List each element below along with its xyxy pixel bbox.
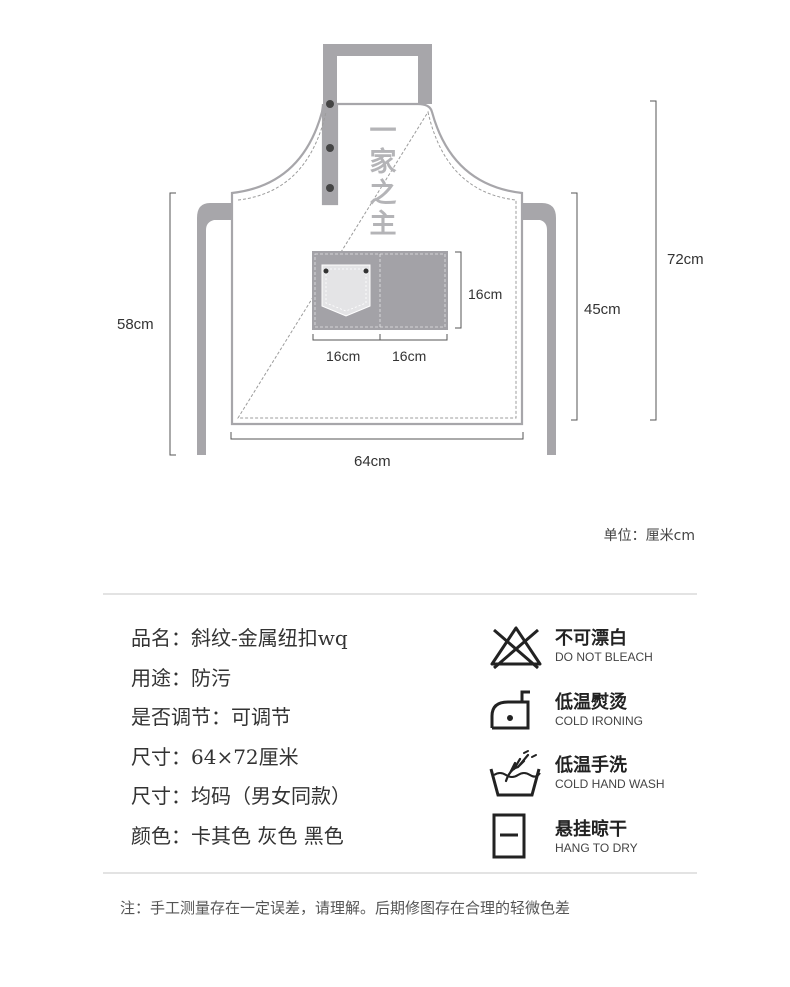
pocket-rivet [323,268,329,274]
right-waist-tie [522,203,556,455]
brand-text: 一家之主 [370,116,397,240]
neck-strap [323,44,432,104]
spec-size: 尺寸：均码（男女同款） [131,784,351,808]
care-row-iron: 低温熨烫 COLD IRONING [488,684,718,744]
do-not-bleach-icon [490,626,542,670]
spec-dimensions: 尺寸：64×72厘米 [131,744,299,769]
spec-product-name: 品名：斜纹-金属纽扣wq [131,626,348,650]
dim-pocket-h-line [455,251,462,329]
spec-list: 品名：斜纹-金属纽扣wq 用途：防污 是否调节：可调节 尺寸：64×72厘米 尺… [131,619,471,856]
dim-64-line [230,432,524,440]
spec-usage: 用途：防污 [131,665,231,690]
dim-width: 64cm [354,453,391,470]
metal-button [326,184,334,192]
metal-button [326,100,334,108]
care-row-dry: 悬挂晾干 HANG TO DRY [488,811,718,871]
care-en-label: COLD IRONING [555,713,644,728]
dim-pocket-w-line [312,334,448,341]
dim-58-line [169,192,176,456]
adjust-strap [323,104,337,204]
dim-pocket-right-width: 16cm [392,348,426,364]
hang-to-dry-icon [492,813,526,858]
dim-body-height: 45cm [584,301,621,318]
left-waist-tie [197,203,232,455]
dim-strap-height: 58cm [117,316,154,333]
pocket-patch [321,264,371,317]
dim-pocket-left-width: 16cm [326,348,360,364]
dim-total-height: 72cm [667,251,704,268]
care-cn-label: 低温熨烫 [555,691,627,713]
stitch-line [237,110,517,419]
apron-diagram: 一家之主 72cm 45cm 58cm 64cm 16cm 16cm 16cm [117,44,704,470]
footnote: 注：手工测量存在一定误差，请理解。后期修图存在合理的轻微色差 [120,899,571,917]
care-cn-label: 不可漂白 [555,628,627,649]
unit-note: 单位：厘米cm [603,528,695,544]
care-instructions: 不可漂白 DO NOT BLEACH 低温熨烫 COLD IRONING 低温手… [488,620,718,874]
dim-72-line [650,100,657,421]
dim-45-line [571,192,578,421]
brand-calligraphy: 一家之主 [370,116,397,240]
metal-button [326,144,334,152]
care-row-wash: 低温手洗 COLD HAND WASH [488,747,718,807]
care-en-label: COLD HAND WASH [555,777,665,791]
pocket-rivet [363,268,369,274]
care-row-bleach: 不可漂白 DO NOT BLEACH [488,620,718,680]
cold-ironing-icon [490,690,530,729]
care-cn-label: 悬挂晾干 [555,818,627,840]
divider-bottom [103,872,697,874]
care-en-label: HANG TO DRY [555,840,638,855]
spec-colors: 颜色：卡其色 灰色 黑色 [131,823,344,848]
spec-adjustable: 是否调节：可调节 [131,705,291,729]
dim-pocket-height: 16cm [468,286,502,302]
divider-top [103,593,697,595]
care-en-label: DO NOT BLEACH [555,650,653,664]
cold-hand-wash-icon [489,750,541,797]
care-cn-label: 低温手洗 [555,755,627,776]
